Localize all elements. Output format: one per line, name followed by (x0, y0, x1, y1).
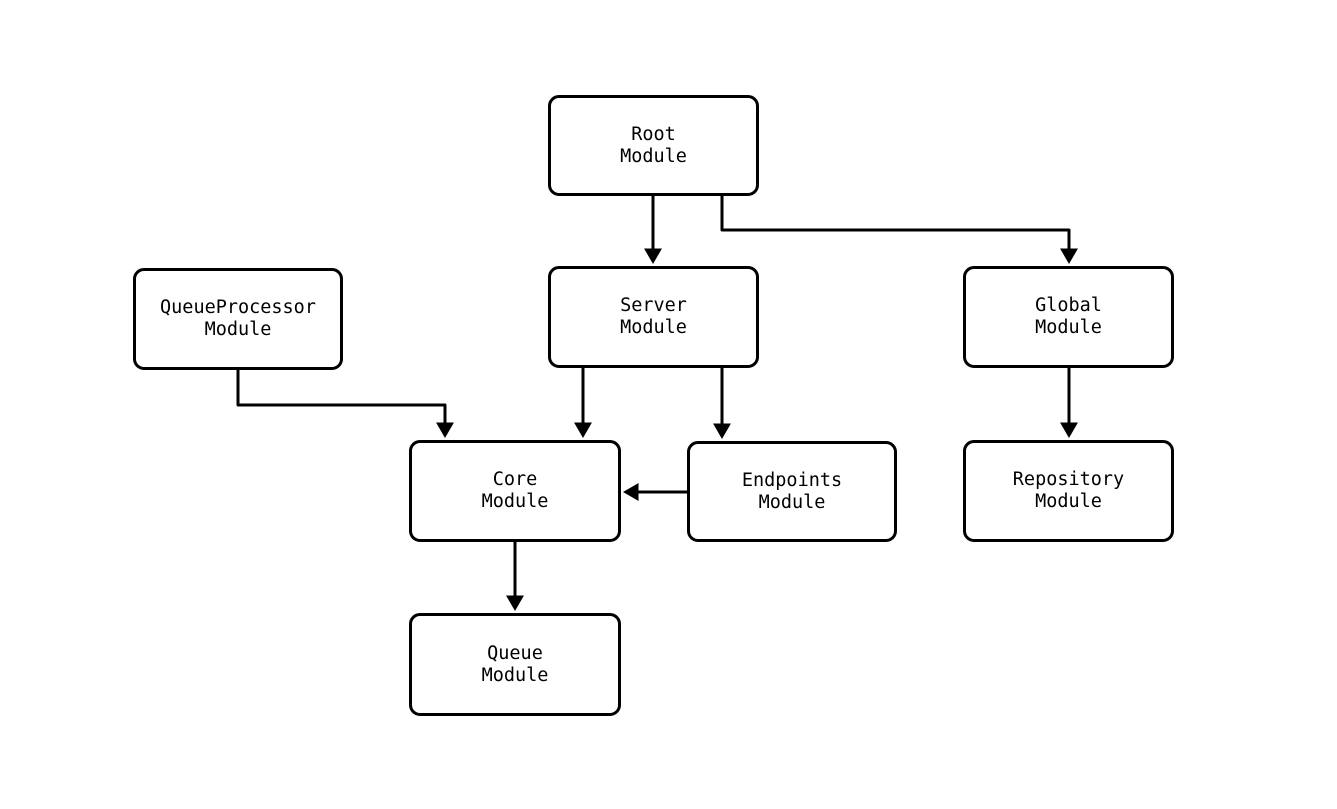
node-queue-module-line2: Module (481, 664, 549, 686)
node-server-module-line1: Server (620, 295, 687, 316)
edge-root-to-global (720, 196, 1078, 264)
node-repository-module-line1: Repository (1012, 469, 1125, 490)
node-core-module-line2: Module (481, 491, 549, 512)
node-global-module-line2: Module (1035, 317, 1102, 338)
node-global-module[interactable]: Global Module (963, 266, 1174, 368)
edge-queueprocessor-to-core (236, 370, 454, 438)
node-queueprocessor-module-line1: QueueProcessor (160, 297, 316, 318)
node-global-module-line1: Global (1035, 295, 1102, 316)
node-server-module[interactable]: Server Module (548, 266, 759, 368)
node-root-module-line1: Root (631, 123, 676, 145)
node-endpoints-module-line2: Module (758, 491, 826, 513)
node-repository-module[interactable]: Repository Module (963, 440, 1174, 542)
node-queueprocessor-module-line2: Module (204, 319, 272, 340)
node-root-module-line2: Module (620, 145, 687, 167)
node-queue-module-line1: Queue (487, 642, 543, 664)
node-core-module[interactable]: Core Module (409, 440, 621, 542)
node-root-module[interactable]: Root Module (548, 95, 759, 196)
node-queue-module[interactable]: Queue Module (409, 613, 621, 716)
node-endpoints-module-line1: Endpoints (741, 469, 843, 491)
node-server-module-line2: Module (620, 317, 687, 338)
node-queueprocessor-module[interactable]: QueueProcessor Module (133, 268, 343, 370)
node-core-module-line1: Core (492, 469, 538, 490)
node-repository-module-line2: Module (1035, 491, 1102, 512)
node-endpoints-module[interactable]: Endpoints Module (687, 441, 897, 542)
